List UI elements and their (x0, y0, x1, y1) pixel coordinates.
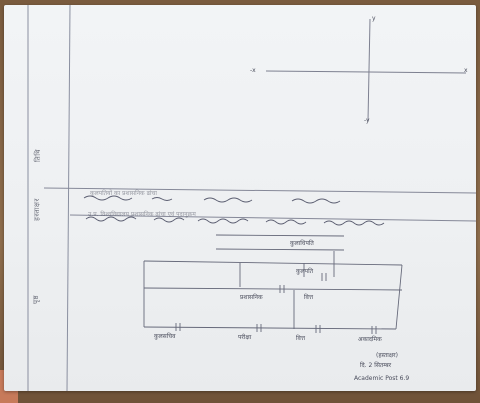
y-axis-line (367, 18, 371, 122)
chart-node-top: कुलाधिपति (290, 240, 314, 247)
chart-bottom-bus (143, 326, 397, 330)
signature-line-2: दि. 2 सितम्बर (360, 362, 392, 369)
chart-node-mid-left: प्रशासनिक (240, 294, 263, 301)
x-axis-left-label: -x (250, 67, 256, 74)
chart-node-bottom-4: अकादमिक (358, 336, 382, 343)
chart-bus-top (143, 260, 403, 266)
chart-right-vertical (395, 264, 403, 330)
chart-mid-bus (143, 287, 403, 291)
y-axis-bottom-label: -y (364, 117, 370, 124)
x-axis-line (265, 70, 467, 74)
signature-line-3: Academic Post 6.9 (354, 375, 410, 382)
heading-text: कुलपतियों का प्रशासनिक ढांचा (90, 190, 157, 197)
chart-line-top (215, 234, 345, 237)
signature-line-1: (हस्ताक्षर) (376, 352, 398, 359)
org-chart (143, 234, 403, 334)
chart-node-bottom-3: वित्त (296, 335, 306, 342)
chart-node-second: कुलपति (296, 268, 314, 275)
rule-line-2 (69, 214, 476, 222)
margin-note-2: हस्ताक्षर (32, 198, 41, 221)
heading-scribble (83, 195, 341, 204)
margin-line-right (66, 5, 71, 391)
chart-line-second (215, 248, 345, 251)
y-axis-top-label: y (372, 15, 376, 22)
chart-tick-marks (175, 273, 377, 334)
chart-node-mid-right: वित्त (304, 294, 314, 301)
subheading-scribble (85, 216, 385, 226)
subheading-text: उ.प्र. विश्वविद्यालय प्रशासनिक ढांचा एवं… (88, 211, 196, 218)
margin-note-1: तिथि (34, 148, 43, 163)
rule-line-1 (43, 187, 476, 194)
chart-node-bottom-2: परीक्षा (238, 334, 252, 341)
chart-node-bottom-1: कुलसचिव (154, 333, 176, 340)
notebook-page: y -y -x x तिथि हस्ताक्षर पृष्ठ कुलपतियों… (4, 5, 476, 391)
margin-note-3: पृष्ठ (32, 294, 41, 305)
page-drawing (27, 5, 476, 391)
x-axis-right-label: x (464, 67, 468, 74)
